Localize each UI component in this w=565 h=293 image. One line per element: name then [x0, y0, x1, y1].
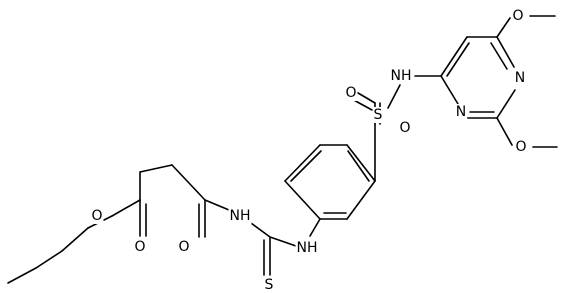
bond — [139, 164, 173, 173]
bond — [111, 199, 141, 217]
bond — [346, 180, 376, 220]
atom-labels: O O O NH S NH S O O NH N N O O — [90, 8, 528, 293]
atom-label-background — [398, 120, 412, 136]
atom-label-background — [513, 70, 527, 86]
bond — [440, 75, 459, 105]
amide-nh-label: NH — [230, 208, 251, 224]
ester-carbonyl-oxygen-label: O — [134, 239, 145, 255]
ester-oxygen-label: O — [91, 208, 102, 224]
bond — [490, 42, 508, 70]
bond — [446, 42, 470, 77]
bond — [250, 222, 271, 238]
bond — [290, 150, 322, 182]
atom-label-background — [389, 68, 413, 84]
atom-label-background — [344, 85, 358, 101]
methoxy-oxygen-top-label: O — [512, 8, 523, 24]
thiourea-nh-label: NH — [297, 240, 318, 256]
bond — [7, 267, 37, 284]
bond — [496, 89, 516, 119]
bonds — [7, 15, 558, 284]
pyrimidine-n-upper-label: N — [515, 70, 525, 86]
bond — [347, 150, 370, 182]
atom-label-background — [228, 208, 252, 224]
atom-label-background — [372, 107, 384, 123]
atom-label-background — [454, 104, 468, 120]
atom-label-background — [511, 8, 525, 24]
bond — [496, 117, 513, 146]
bond — [35, 250, 63, 269]
methoxy-oxygen-bottom-label: O — [515, 139, 526, 155]
atom-label-background — [263, 277, 275, 293]
sulfonyl-sulfur-label: S — [374, 107, 383, 123]
bond — [496, 17, 511, 38]
pyrimidine-n-lower-label: N — [456, 104, 466, 120]
atom-label-background — [295, 240, 319, 256]
bond — [387, 84, 401, 109]
bond — [440, 36, 468, 77]
bond — [346, 144, 376, 182]
bond — [496, 36, 515, 68]
atom-label-background — [514, 139, 528, 155]
bond — [284, 144, 321, 182]
sulfonyl-oxygen-bottom-label: O — [399, 120, 410, 136]
amide-carbonyl-oxygen-label: O — [178, 239, 189, 255]
bond — [61, 227, 89, 252]
bond — [284, 180, 321, 220]
bond — [204, 199, 230, 211]
atom-label-background — [177, 239, 191, 255]
bond — [309, 218, 321, 237]
sulfonamide-nh-label: NH — [391, 68, 412, 84]
bond — [269, 236, 297, 247]
bond — [171, 164, 206, 201]
sulfonyl-oxygen-left-label: O — [345, 85, 356, 101]
atom-label-background — [133, 239, 147, 255]
atom-label-background — [90, 208, 104, 224]
thiourea-sulfur-label: S — [265, 277, 274, 293]
